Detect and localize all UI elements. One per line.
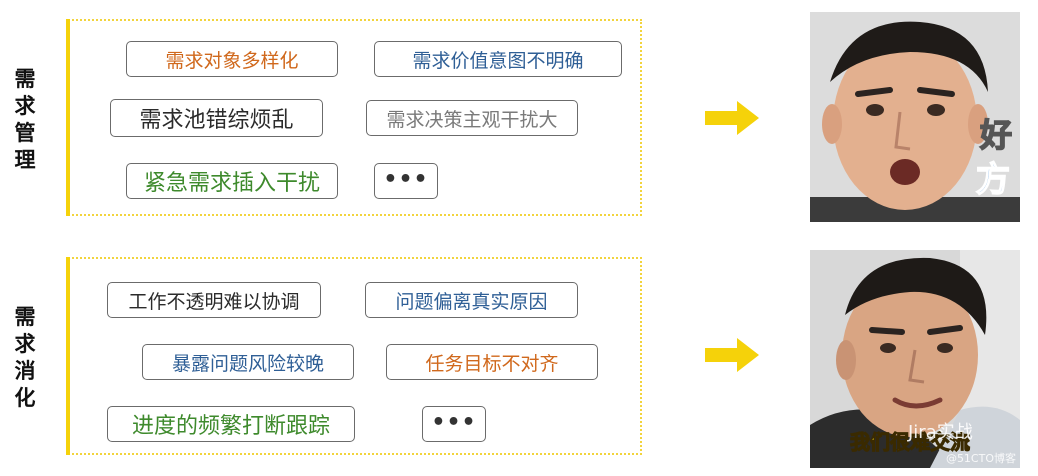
meme-image-shocked-face: 好 方	[810, 12, 1020, 222]
label-char: 需	[14, 67, 36, 91]
label-char: 消	[14, 359, 36, 383]
watermark-51cto-blog: @51CTO博客	[945, 452, 1016, 465]
tag-unclear-value-intent: 需求价值意图不明确	[374, 41, 622, 77]
label-char: 化	[14, 386, 36, 410]
meme-image-hard-to-communicate: 我们很难交流 Jira实战 @51CTO博客	[810, 250, 1020, 468]
tag-frequent-progress-interruption: 进度的频繁打断跟踪	[107, 406, 355, 442]
tag-messy-requirement-pool: 需求池错综烦乱	[110, 99, 323, 137]
tag-late-risk-exposure: 暴露问题风险较晚	[142, 344, 354, 380]
section-label-requirements-management: 需 求 管 理	[12, 66, 38, 174]
tag-subjective-decision-interference: 需求决策主观干扰大	[366, 100, 578, 136]
frame-requirements-management	[66, 19, 642, 216]
frame-requirements-digestion	[66, 257, 642, 455]
meme-caption-fang: 方	[975, 159, 1011, 201]
watermark-jira-shizhan: Jira实战	[908, 422, 973, 443]
tag-more-ellipsis: •••	[374, 163, 438, 199]
label-char: 求	[14, 94, 36, 118]
label-char: 理	[14, 148, 36, 172]
tag-problem-deviates-root-cause: 问题偏离真实原因	[365, 282, 578, 318]
right-arrow-icon	[705, 338, 759, 372]
right-arrow-icon	[705, 101, 759, 135]
tag-diverse-requirement-objects: 需求对象多样化	[126, 41, 338, 77]
section-label-requirements-digestion: 需 求 消 化	[12, 304, 38, 412]
tag-opaque-work-coordination: 工作不透明难以协调	[107, 282, 321, 318]
label-char: 管	[14, 121, 36, 145]
label-char: 求	[14, 332, 36, 356]
meme-caption-hard-to-communicate: 我们很难交流	[850, 430, 971, 455]
label-char: 需	[14, 305, 36, 329]
tag-misaligned-task-goals: 任务目标不对齐	[386, 344, 598, 380]
meme-caption-hao: 好	[979, 115, 1013, 155]
tag-urgent-insertion-interference: 紧急需求插入干扰	[126, 163, 338, 199]
tag-more-ellipsis: •••	[422, 406, 486, 442]
